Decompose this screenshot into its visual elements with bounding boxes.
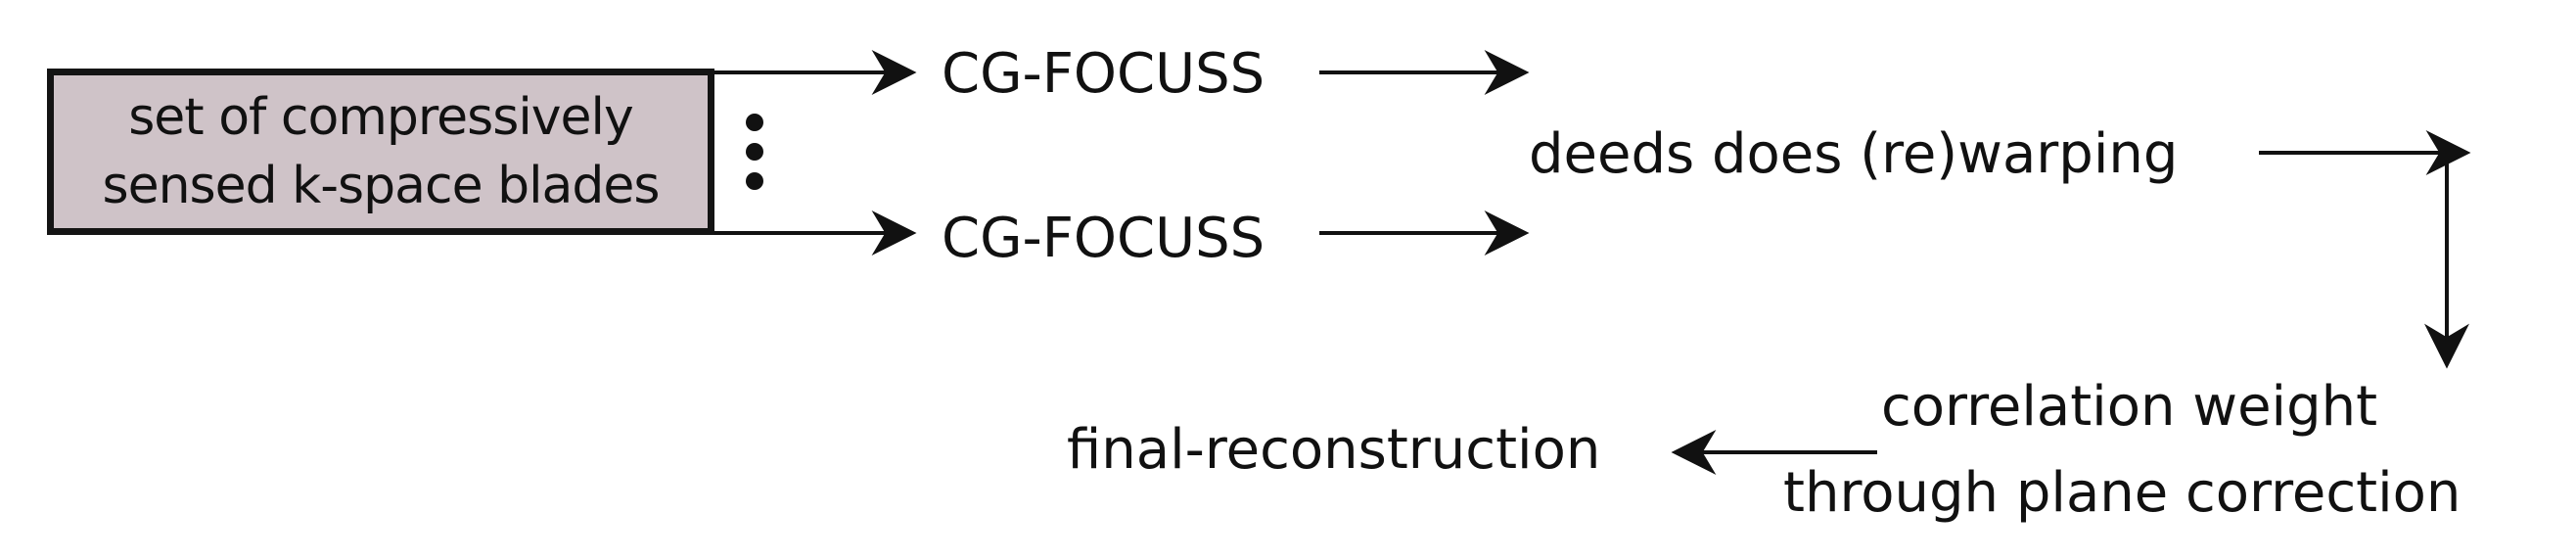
cg-focuss-top-label: CG-FOCUSS	[942, 42, 1265, 106]
deeds-warping-label: deeds does (re)warping	[1529, 122, 2179, 186]
final-reconstruction-label: final-reconstruction	[1067, 418, 1601, 482]
input-box-line-1: set of compressively	[128, 88, 634, 147]
ellipsis-dots	[746, 114, 765, 192]
input-box: set of compressively sensed k-space blad…	[47, 69, 714, 235]
through-plane-correction-label: through plane correction	[1783, 461, 2461, 525]
correlation-weight-label: correlation weight	[1881, 375, 2378, 439]
cg-focuss-bottom-label: CG-FOCUSS	[942, 207, 1265, 270]
input-box-line-2: sensed k-space blades	[102, 157, 660, 215]
